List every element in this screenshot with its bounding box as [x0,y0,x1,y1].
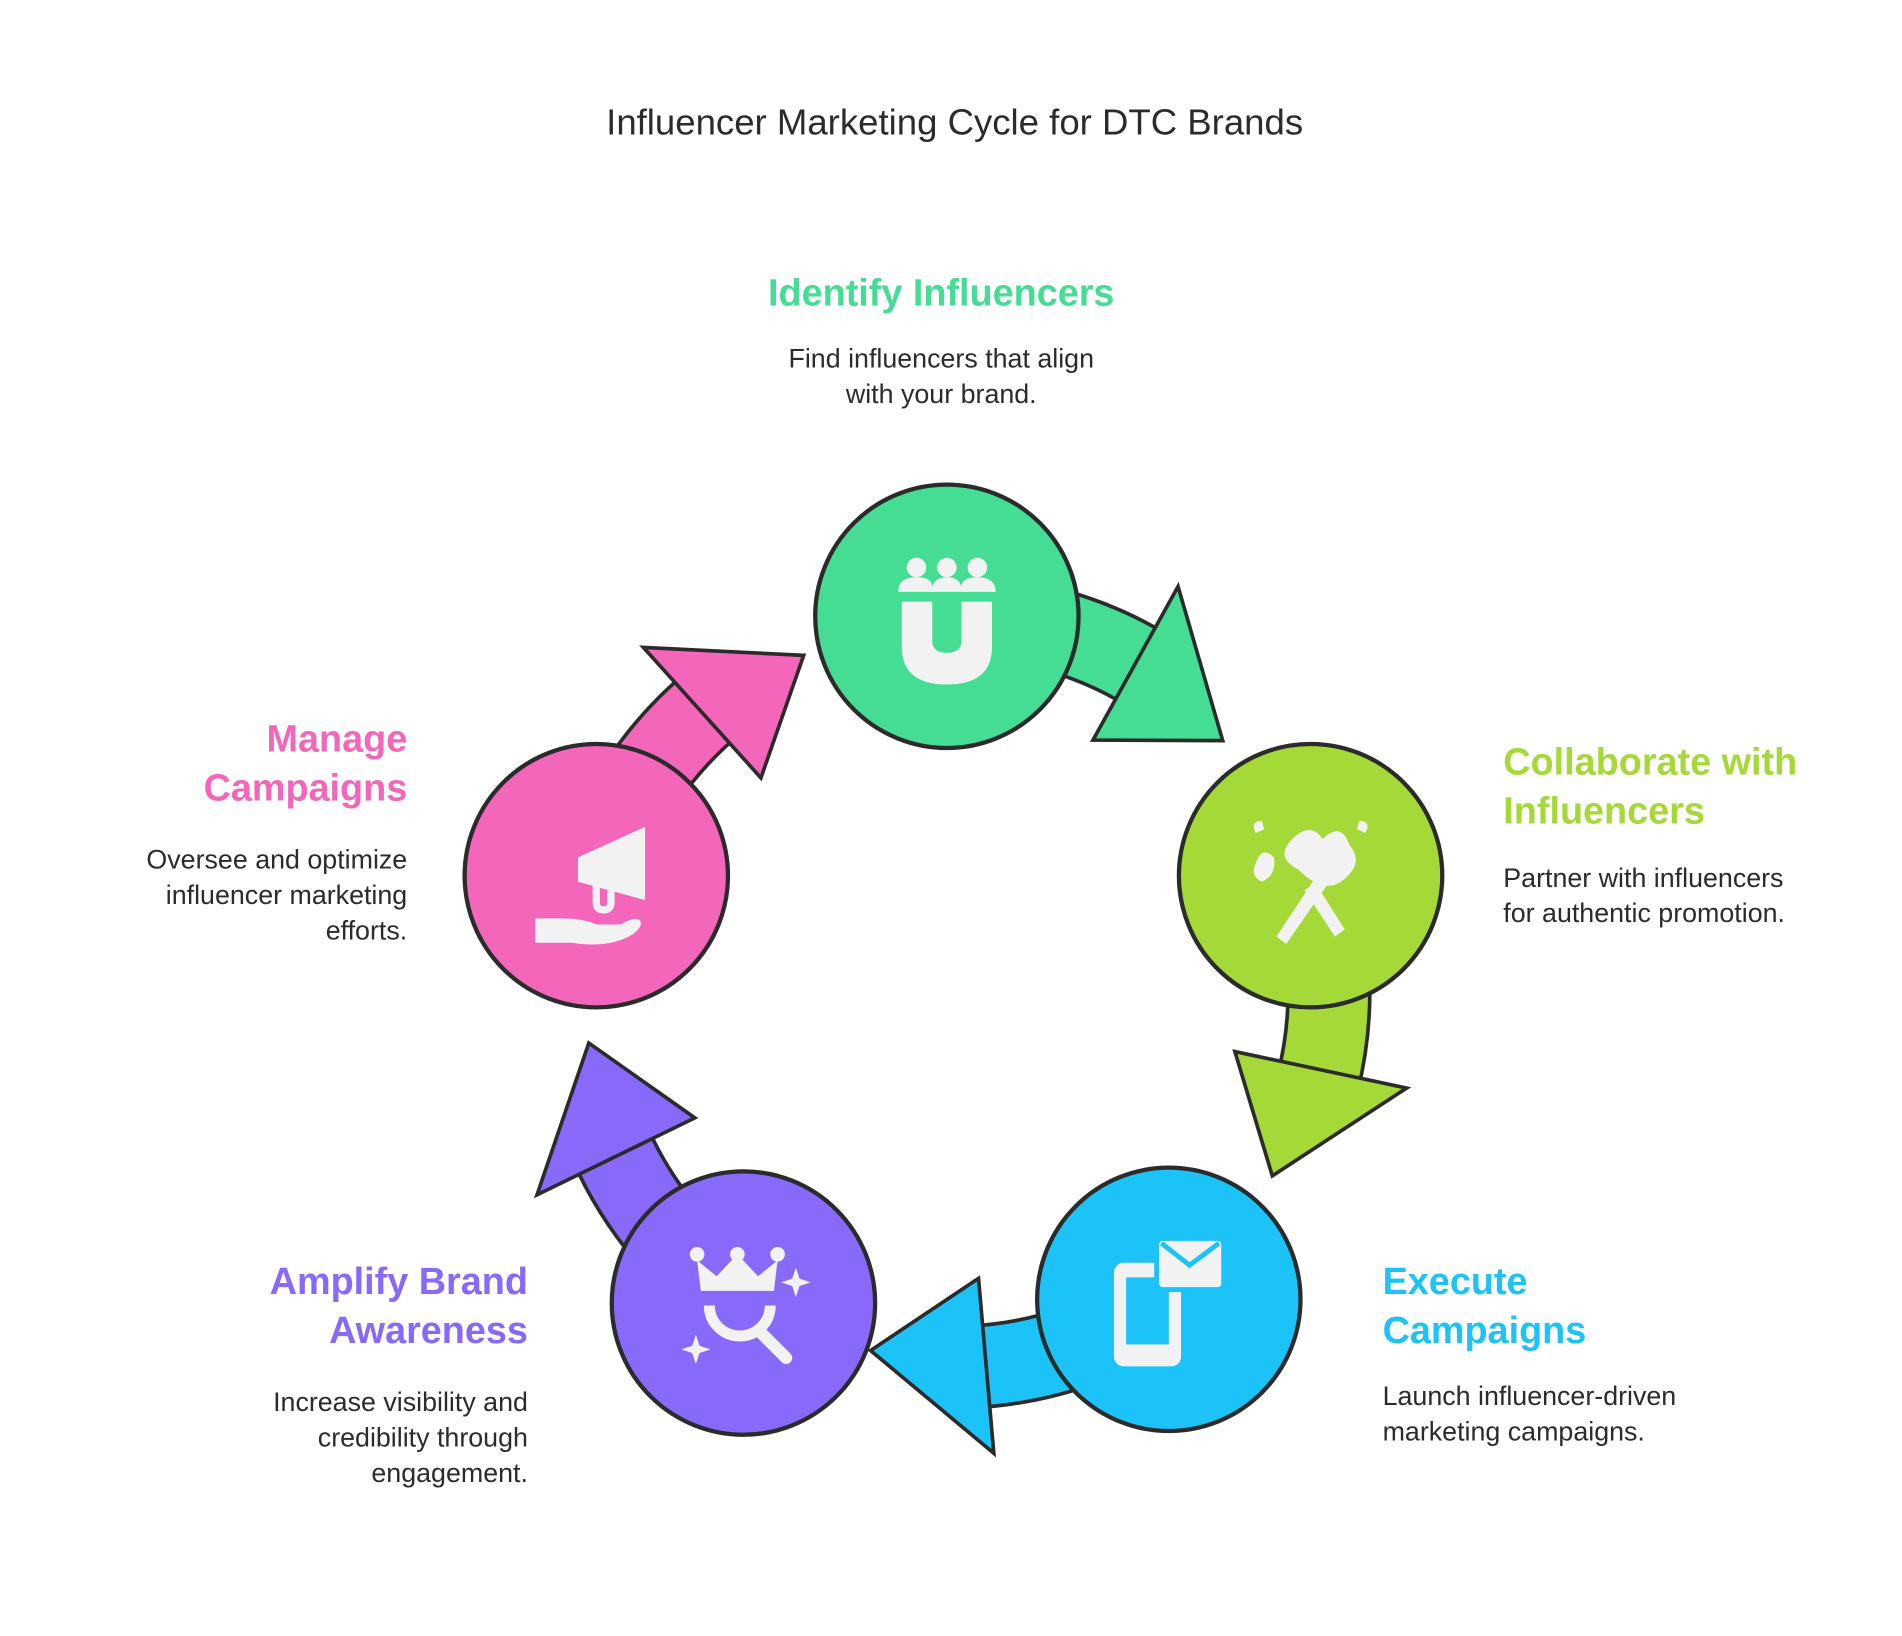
arrowhead [639,645,807,782]
step-node [609,1169,878,1437]
arrowhead [1232,1049,1412,1179]
arrowhead [533,1040,699,1199]
handshake-celebration-icon [1253,820,1368,944]
step-node [1176,741,1445,1010]
step-node [813,482,1081,751]
step-circle [813,482,1081,751]
step-circles [462,482,1445,1437]
cycle-arrowheads [533,581,1412,1458]
diagram-title: Influencer Marketing Cycle for DTC Brand… [606,102,1303,143]
step-circle [609,1169,878,1437]
magnet-people-icon [898,557,996,685]
step-node [462,741,731,1010]
step-node [1035,1165,1303,1434]
step-identify-influencers: Identify Influencers Find influencers th… [768,272,1114,409]
crown-search-icon [681,1246,811,1365]
megaphone-hand-icon [535,826,646,945]
arrowhead [1089,581,1226,743]
phone-mail-icon [1113,1235,1227,1367]
arrowhead [867,1275,997,1458]
step-title: Identify Influencers [768,272,1114,314]
